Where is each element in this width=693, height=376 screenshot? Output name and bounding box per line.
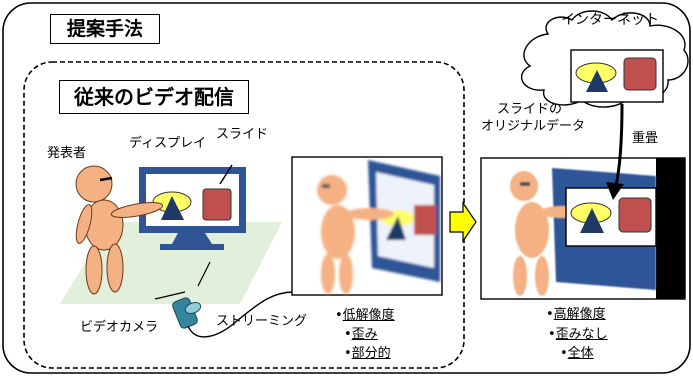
bullet: •: [335, 308, 343, 323]
monitor: [139, 167, 246, 250]
presenter-label: 発表者: [47, 146, 87, 161]
high-quality-item: •歪みなし: [548, 328, 608, 341]
camera-icon: [154, 261, 211, 329]
high-quality-item-text: 高解像度: [553, 307, 606, 322]
presenter-eye: [99, 176, 113, 182]
low-quality-item: •歪み: [344, 328, 378, 341]
low-quality-item-text: 低解像度: [342, 308, 395, 323]
high-quality-blackbar: [656, 158, 685, 299]
bullet: •: [546, 307, 554, 322]
low-quality-item: •低解像度: [335, 309, 395, 322]
bullet: •: [548, 327, 556, 342]
camera-label: ビデオカメラ: [80, 320, 159, 335]
streaming-label: ストリーミング: [216, 314, 308, 329]
slide-label: スライド: [216, 127, 269, 142]
high-quality-slide: [565, 187, 657, 247]
bullet: •: [560, 346, 568, 361]
overlay-label: 重畳: [632, 131, 659, 146]
high-quality-item-text: 歪みなし: [555, 327, 608, 342]
slide-square: [202, 188, 232, 221]
high-quality-item-text: 全体: [567, 346, 594, 361]
bullet: •: [344, 327, 352, 342]
low-quality-item-text: 歪み: [351, 327, 378, 342]
low-quality-item-text: 部分的: [351, 346, 391, 361]
proposed-method-title: 提案手法: [50, 14, 160, 44]
presenter-figure: [75, 165, 164, 295]
conventional-title: 従来のビデオ配信: [59, 80, 249, 114]
bullet: •: [344, 346, 352, 361]
low-quality-item: •部分的: [344, 347, 391, 360]
internet-slide-box: [570, 49, 664, 103]
slide-triangle: [161, 196, 184, 220]
high-quality-item: •全体: [560, 347, 594, 360]
yellow-arrow: [449, 201, 477, 243]
internet-label: インターネット: [561, 12, 659, 28]
overlay-arrowhead: [606, 182, 624, 200]
high-quality-item: •高解像度: [546, 308, 606, 321]
original-data-label-line1: スライドの: [497, 102, 563, 117]
low-quality-image: [317, 160, 440, 294]
display-label: ディスプレイ: [129, 136, 207, 151]
slide-pointer: [219, 164, 233, 185]
streaming-cable: [187, 291, 295, 338]
original-data-label-line2: オリジナルデータ: [481, 119, 586, 134]
